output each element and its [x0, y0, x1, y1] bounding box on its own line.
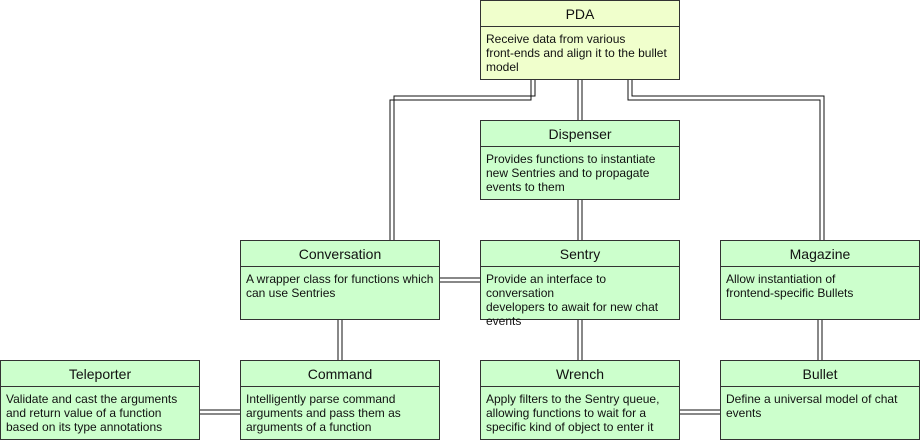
node-body-wrench: Apply filters to the Sentry queue, allow… [486, 392, 660, 434]
node-command[interactable]: Command Intelligently parse command argu… [240, 360, 440, 440]
node-title-sentry: Sentry [481, 241, 679, 267]
node-magazine[interactable]: Magazine Allow instantiation of frontend… [720, 240, 920, 320]
node-pda[interactable]: PDA Receive data from various front-ends… [480, 0, 680, 80]
node-body-conversation: A wrapper class for functions which can … [246, 272, 434, 300]
node-title-dispenser: Dispenser [481, 121, 679, 147]
node-title-conversation: Conversation [241, 241, 439, 267]
node-body-teleporter: Validate and cast the arguments and retu… [6, 392, 178, 434]
node-wrench[interactable]: Wrench Apply filters to the Sentry queue… [480, 360, 680, 440]
node-conversation[interactable]: Conversation A wrapper class for functio… [240, 240, 440, 320]
node-title-magazine: Magazine [721, 241, 919, 267]
node-body-sentry: Provide an interface to conversation dev… [486, 272, 659, 328]
edge-pda-conversation-inner [393, 80, 536, 240]
node-sentry[interactable]: Sentry Provide an interface to conversat… [480, 240, 680, 328]
node-title-bullet: Bullet [721, 361, 919, 387]
node-dispenser[interactable]: Dispenser Provides functions to instanti… [480, 120, 680, 200]
node-bullet[interactable]: Bullet Define a universal model of chat … [720, 360, 920, 440]
node-title-wrench: Wrench [481, 361, 679, 387]
node-title-teleporter: Teleporter [1, 361, 199, 387]
edge-pda-conversation [389, 80, 532, 240]
node-body-magazine: Allow instantiation of frontend-specific… [726, 272, 854, 300]
node-body-command: Intelligently parse command arguments an… [246, 392, 401, 434]
node-title-pda: PDA [481, 1, 679, 27]
node-body-bullet: Define a universal model of chat events [726, 392, 898, 420]
edge-pda-magazine-inner [631, 80, 825, 240]
edge-pda-magazine [627, 80, 821, 240]
node-teleporter[interactable]: Teleporter Validate and cast the argumen… [0, 360, 200, 440]
node-title-command: Command [241, 361, 439, 387]
node-body-pda: Receive data from various front-ends and… [486, 32, 667, 74]
node-body-dispenser: Provides functions to instantiate new Se… [486, 152, 656, 194]
